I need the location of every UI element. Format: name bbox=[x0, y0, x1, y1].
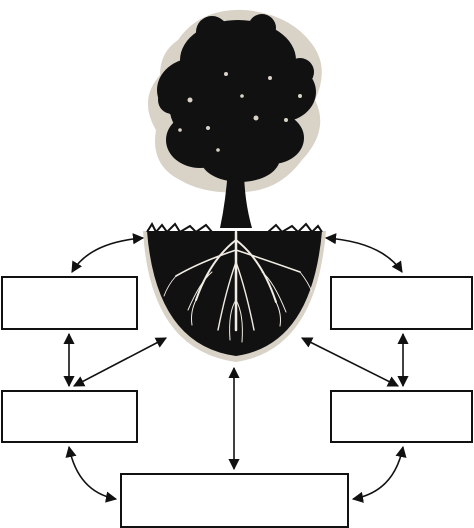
arrow-tree-to-top-right bbox=[324, 233, 403, 273]
arrow-tree-to-mid-right bbox=[300, 337, 400, 387]
box-top-left bbox=[1, 276, 138, 330]
canopy-highlights bbox=[178, 72, 302, 152]
connector-arrows bbox=[63, 233, 409, 503]
box-mid-right bbox=[330, 390, 473, 443]
soil-dome-icon bbox=[143, 221, 326, 362]
box-top-right bbox=[330, 276, 473, 330]
arrow-tree-to-top-left bbox=[71, 233, 145, 273]
box-bottom bbox=[120, 473, 349, 528]
arrow-tree-to-mid-left bbox=[73, 337, 167, 387]
box-mid-left bbox=[1, 390, 138, 443]
arrow-mid-left-to-bottom bbox=[65, 445, 118, 503]
tree-trunk-icon bbox=[203, 154, 270, 228]
arrow-mid-right-to-bottom bbox=[351, 445, 407, 503]
tree-roots-icon bbox=[163, 230, 313, 343]
